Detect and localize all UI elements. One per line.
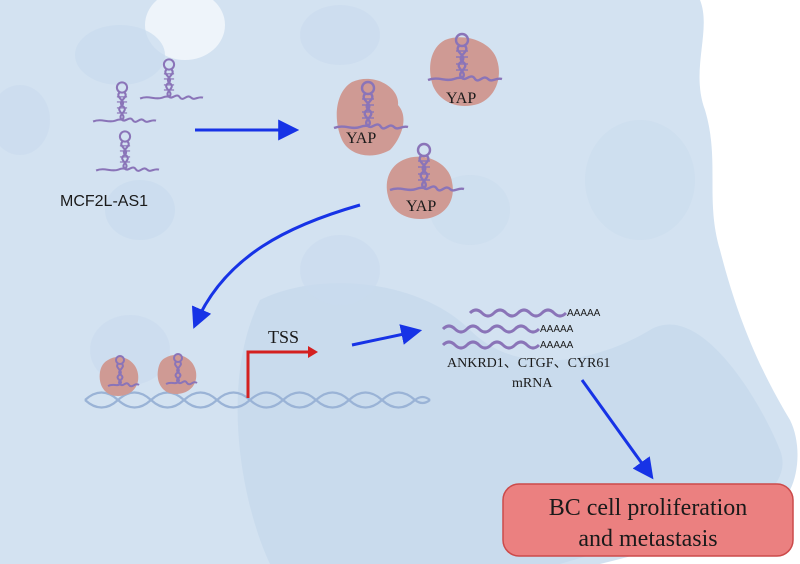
target-genes-label: ANKRD1、CTGF、CYR61 [447, 356, 610, 371]
polya-tail-3: AAAAA [540, 340, 574, 351]
outcome-arrow [580, 379, 654, 480]
tss-arrow-head [308, 346, 318, 358]
mrna-label: mRNA [512, 376, 553, 391]
yap-complex-1 [332, 78, 410, 156]
polya-tail-1: AAAAA [567, 308, 601, 319]
outcome-line-2: and metastasis [578, 526, 717, 552]
tss-label: TSS [268, 327, 299, 347]
yap-complex-2 [426, 32, 504, 106]
transcription-arrow [351, 324, 423, 347]
yap-on-dna-2 [157, 353, 198, 394]
organelle-5 [300, 235, 380, 305]
yap-complex-3 [386, 142, 466, 220]
mrna-strands [441, 308, 568, 350]
outcome-line-1: BC cell proliferation [549, 495, 748, 521]
lncrna-label: MCF2L-AS1 [60, 193, 148, 210]
translocation-arrow [191, 203, 361, 329]
yap-3-label: YAP [406, 198, 436, 215]
polya-tail-2: AAAAA [540, 324, 574, 335]
dna-helix [84, 391, 431, 409]
organelle-9 [0, 85, 50, 155]
yap-1-label: YAP [346, 130, 376, 147]
tss-arrow [246, 350, 310, 398]
organelle-4 [105, 180, 175, 240]
organelle-8 [585, 120, 695, 240]
organelle-1 [145, 0, 225, 60]
outcome-box [502, 483, 794, 557]
organelle-3 [300, 5, 380, 65]
yap-2-label: YAP [446, 90, 476, 107]
yap-on-dna-1 [99, 355, 140, 396]
organelle-2 [75, 25, 165, 85]
